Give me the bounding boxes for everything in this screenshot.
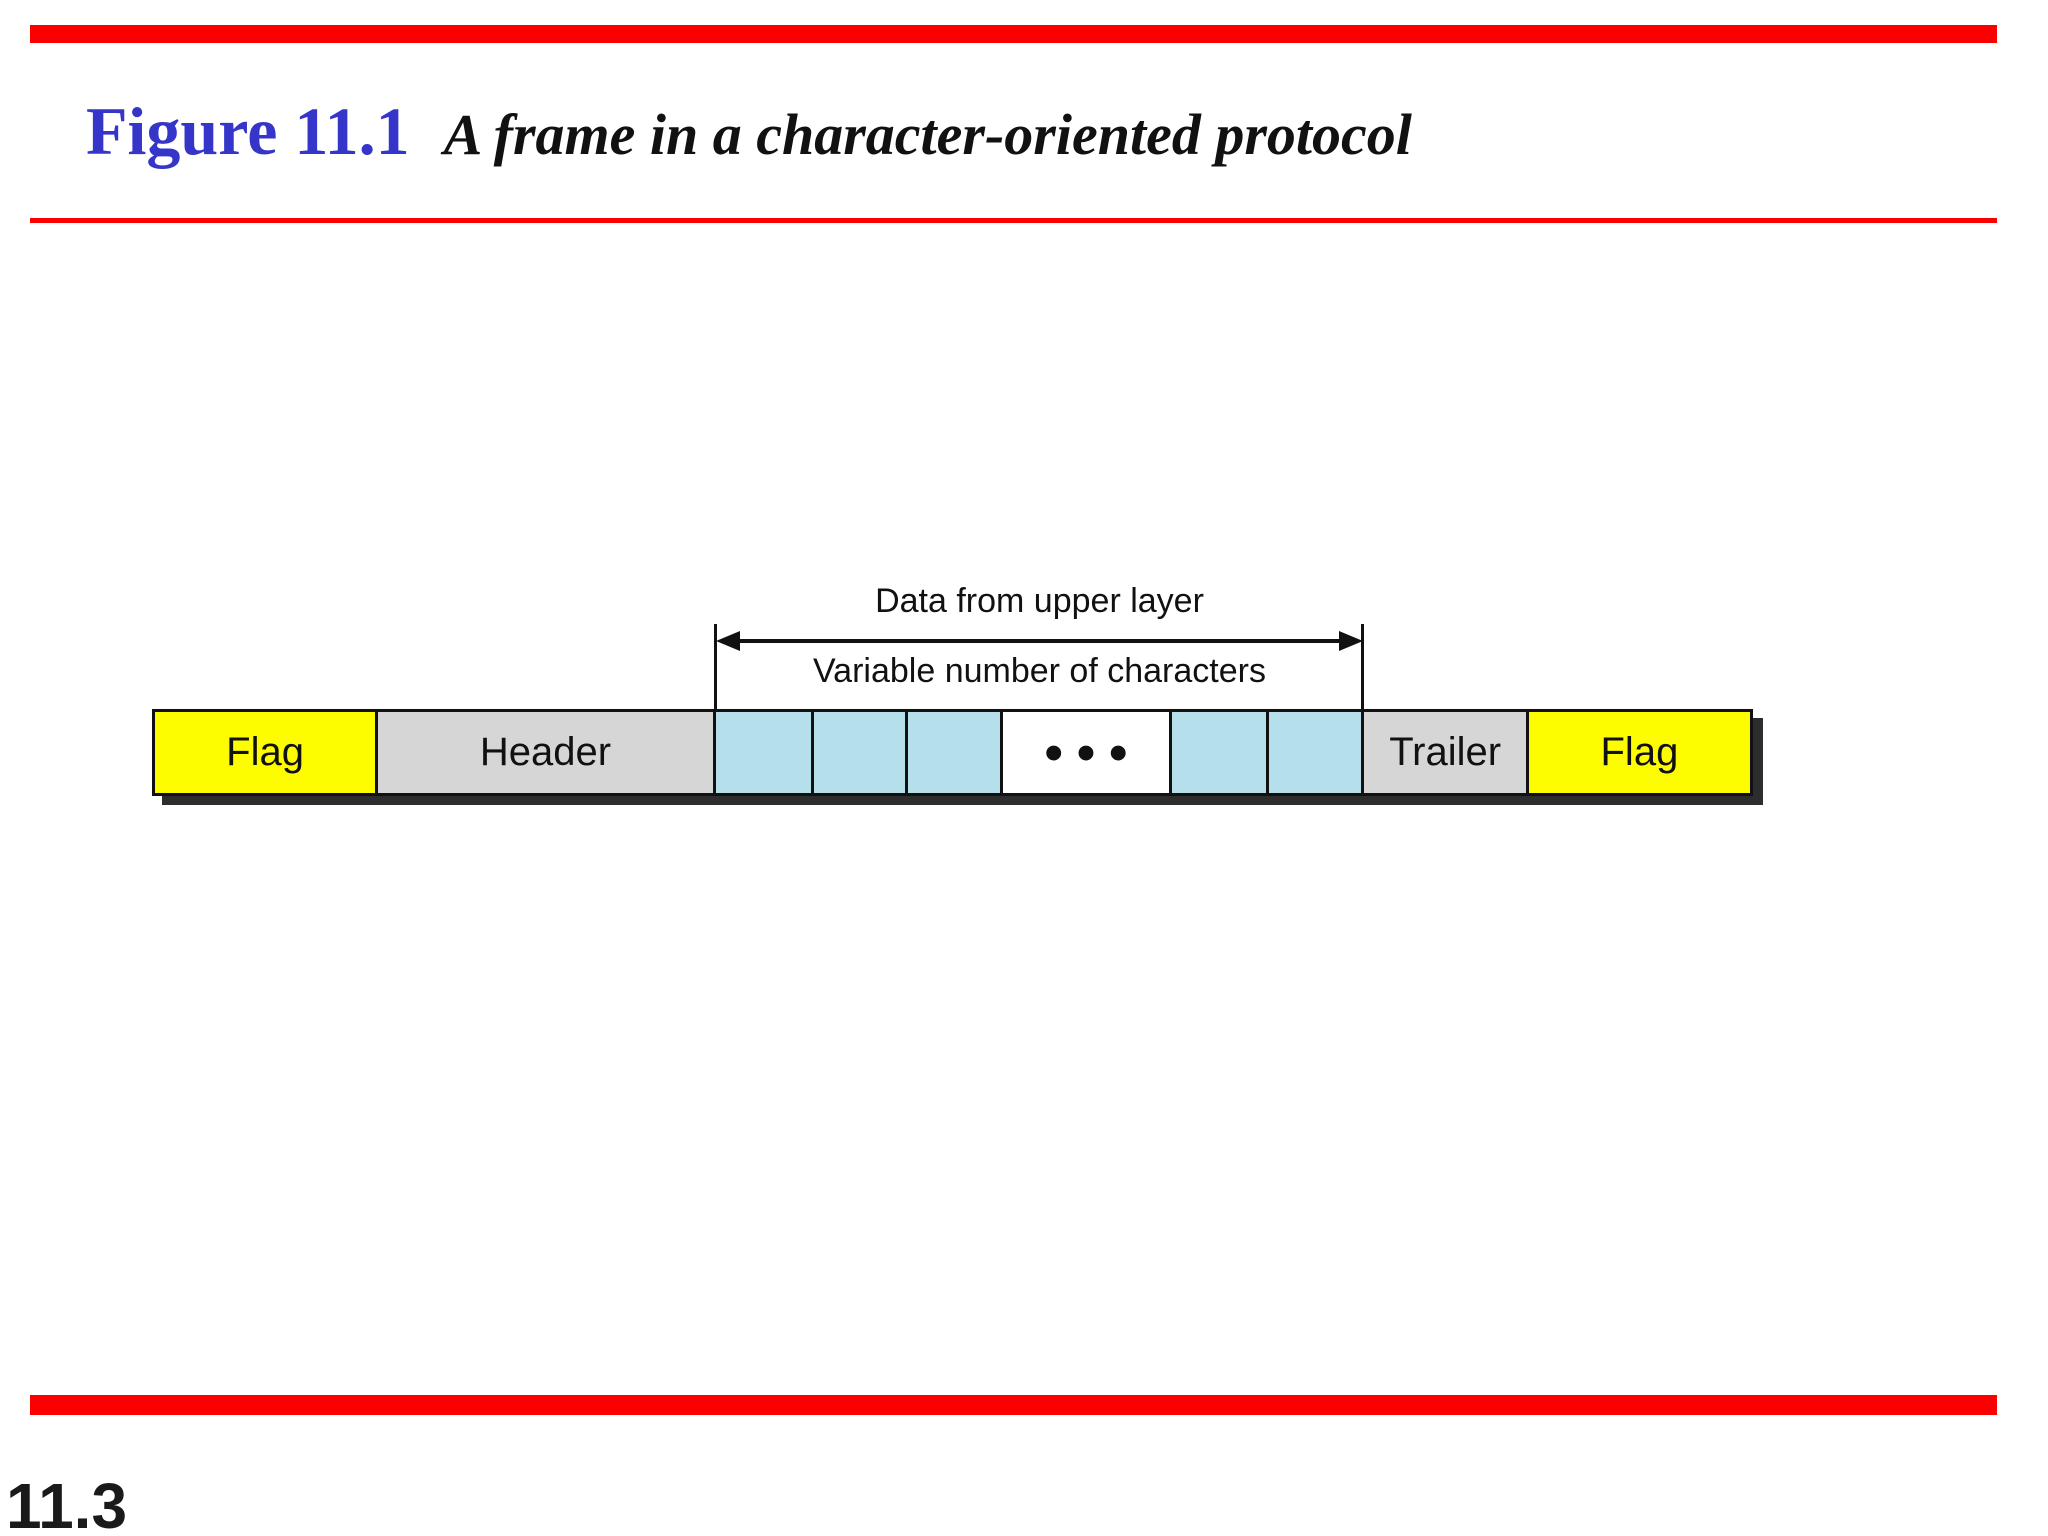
arrowhead-right-icon: [1339, 631, 1363, 651]
frame-cell-data-3: [905, 712, 1000, 793]
frame-cell-data-1: [712, 712, 811, 793]
data-region-boundary-left: [714, 624, 717, 709]
annotation-variable-number-of-characters: Variable number of characters: [813, 652, 1266, 690]
double-headed-arrow: [716, 631, 1363, 651]
title-divider-rule: [30, 218, 1997, 223]
frame-cell-flag-right: Flag: [1525, 712, 1750, 793]
frame-cell-flag-left: Flag: [155, 712, 376, 793]
page-number: 11.3: [6, 1470, 128, 1536]
frame-cell-ellipsis: •••: [999, 712, 1170, 793]
frame-cell-data-4: [1169, 712, 1266, 793]
figure-number-label: Figure 11.1: [86, 93, 410, 169]
data-region-boundary-right: [1361, 624, 1364, 709]
arrow-shaft: [726, 639, 1353, 643]
bottom-red-bar: [30, 1395, 1997, 1415]
frame-cell-data-5: [1265, 712, 1362, 793]
slide-title: Figure 11.1 A frame in a character-orien…: [86, 93, 1412, 169]
frame-cell-header: Header: [375, 712, 713, 793]
frame-cell-trailer: Trailer: [1361, 712, 1526, 793]
figure-caption: A frame in a character-oriented protocol: [443, 102, 1412, 167]
frame-cell-data-2: [810, 712, 906, 793]
annotation-data-from-upper-layer: Data from upper layer: [875, 582, 1204, 620]
top-red-bar: [30, 25, 1997, 43]
frame-diagram: Flag Header ••• Trailer Flag: [152, 709, 1753, 796]
